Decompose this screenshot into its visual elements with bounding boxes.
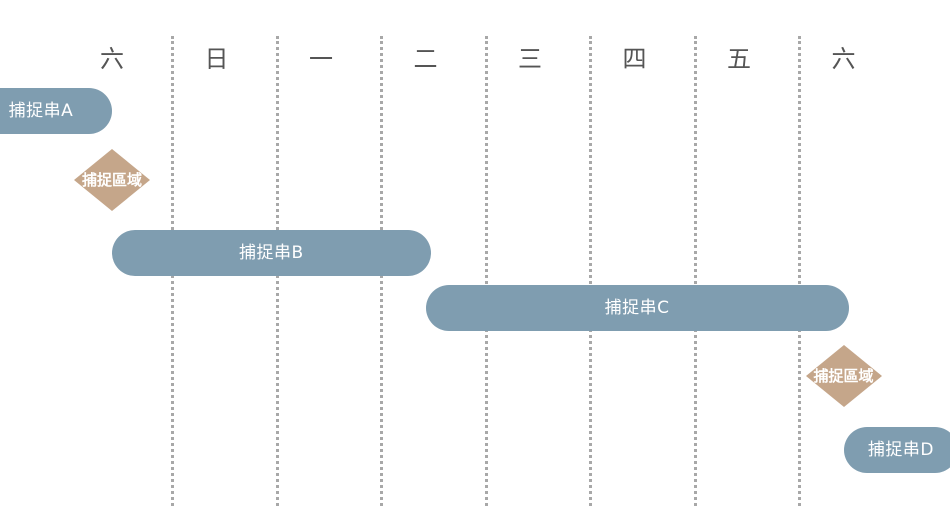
day-label-tue: 二 <box>413 45 438 73</box>
day-label-sat-1: 六 <box>100 45 124 73</box>
day-label-mon: 一 <box>309 45 333 73</box>
capture-string-d: 捕捉串D <box>843 427 950 473</box>
day-label-wed: 三 <box>518 45 542 73</box>
capture-string-b: 捕捉串B <box>112 230 431 276</box>
diamond-shape <box>805 345 882 407</box>
capture-string-a: 捕捉串A <box>0 88 112 134</box>
day-divider <box>484 36 488 506</box>
day-label-sat-2: 六 <box>831 45 856 73</box>
capture-zone-2: 捕捉區域 <box>805 345 882 407</box>
capture-zone-1: 捕捉區域 <box>74 149 150 211</box>
capture-zone-label: 捕捉區域 <box>81 171 142 189</box>
day-divider <box>693 36 697 506</box>
day-label-sun: 日 <box>204 45 229 73</box>
diamond-shape <box>74 149 150 211</box>
capture-zone-label: 捕捉區域 <box>813 367 874 385</box>
capture-string-c: 捕捉串C <box>425 285 849 331</box>
day-label-thu: 四 <box>622 45 647 73</box>
day-divider <box>798 36 802 506</box>
day-label-fri: 五 <box>727 45 751 73</box>
day-divider <box>589 36 593 506</box>
